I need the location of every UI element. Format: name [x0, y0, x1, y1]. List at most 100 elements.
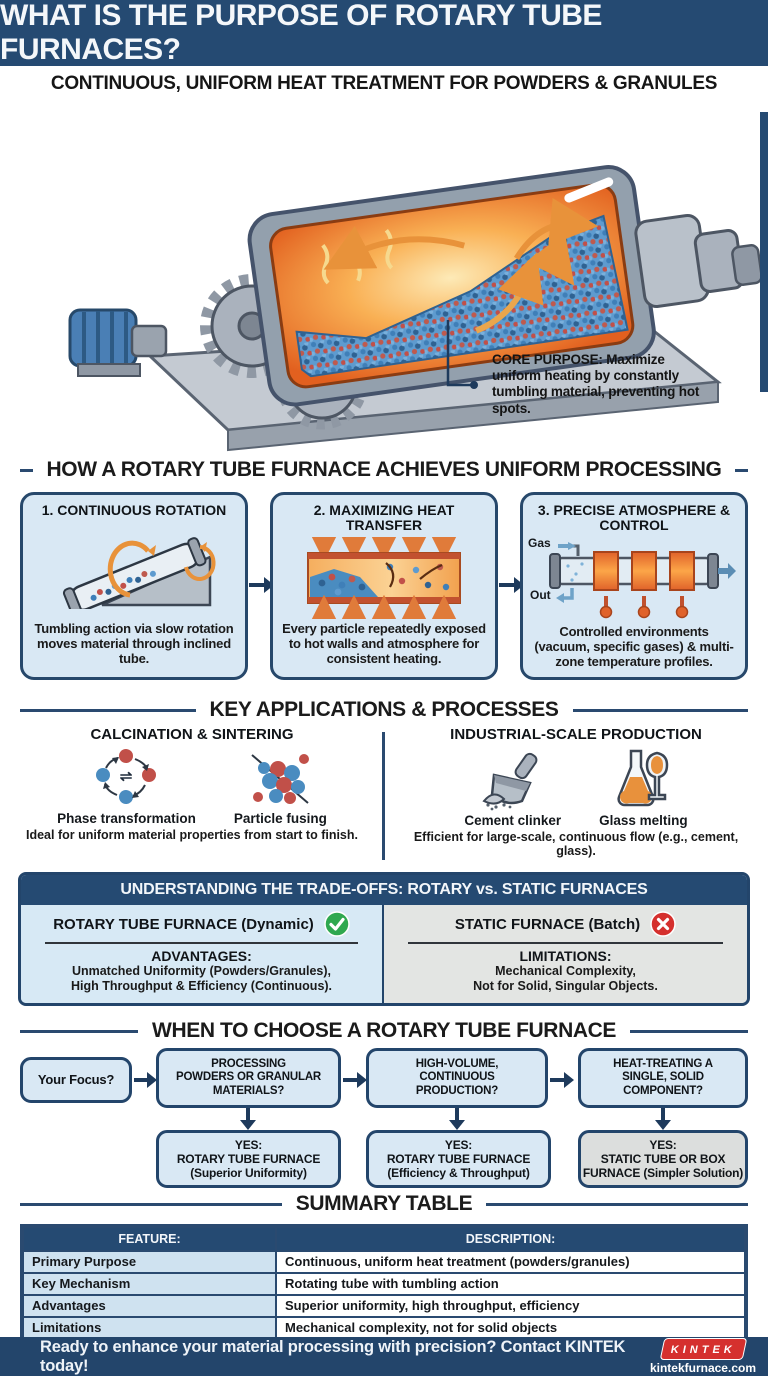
flow-question-line: COMPONENT?	[623, 1084, 703, 1097]
applications-right-column: INDUSTRIAL-SCALE PRODUCTION Cement clink…	[400, 726, 752, 859]
section-heading-summary: SUMMARY TABLE	[20, 1192, 748, 1216]
tradeoffs-subheading: ADVANTAGES:	[151, 948, 252, 964]
table-cell-description: Mechanical complexity, not for solid obj…	[276, 1317, 745, 1339]
tradeoffs-section: UNDERSTANDING THE TRADE-OFFS: ROTARY vs.…	[18, 872, 750, 1006]
flow-answer-line: ROTARY TUBE FURNACE	[176, 1151, 321, 1166]
arrow-down-icon	[655, 1108, 671, 1130]
app-item-glass-melting: Glass melting	[599, 747, 688, 828]
section-heading-applications: KEY APPLICATIONS & PROCESSES	[20, 698, 748, 722]
phase-transformation-icon: ⇌	[96, 749, 157, 804]
footer-website-link[interactable]: kintekfurnace.com	[649, 1361, 756, 1375]
arrow-right-icon	[343, 1072, 367, 1088]
app-item-label: Cement clinker	[464, 813, 562, 828]
flow-answer-rotary-uniformity: YES: ROTARY TUBE FURNACE (Superior Unifo…	[156, 1130, 341, 1188]
flow-answer-line: FURNACE (Simpler Solution)	[582, 1166, 744, 1181]
right-edge-accent	[760, 112, 768, 392]
kintek-logo: KINTEK	[659, 1338, 747, 1360]
flow-question-line: POWDERS OR GRANULAR	[175, 1071, 322, 1084]
svg-text:⇌: ⇌	[120, 768, 133, 785]
table-cell-feature: Advantages	[23, 1295, 276, 1317]
core-purpose-callout: CORE PURPOSE: Maximize uniform heating b…	[492, 352, 700, 416]
app-item-label: Glass melting	[599, 813, 688, 828]
cement-scoop-icon	[482, 752, 538, 811]
flow-question-line: HEAT-TREATING A	[613, 1057, 713, 1070]
kintek-logo-text: KINTEK	[670, 1344, 736, 1356]
heat-transfer-icon	[307, 536, 461, 619]
table-header-description: DESCRIPTION:	[276, 1227, 745, 1251]
tradeoffs-line: Unmatched Uniformity (Powders/Granules),	[71, 964, 332, 978]
flow-start-label: Your Focus?	[37, 1072, 115, 1088]
flow-question-line: SINGLE, SOLID	[622, 1071, 704, 1084]
process-card-atmosphere: 3. PRECISE ATMOSPHERE & CONTROL	[520, 492, 748, 680]
arrow-right-icon	[550, 1072, 574, 1088]
drive-motor	[68, 308, 168, 377]
app-item-particle-fusing: Particle fusing	[234, 747, 327, 826]
check-icon	[324, 911, 350, 937]
flow-answer-line: STATIC TUBE OR BOX	[600, 1151, 726, 1166]
table-row: Limitations Mechanical complexity, not f…	[23, 1317, 745, 1339]
flow-answer-line: YES:	[234, 1137, 263, 1152]
inclined-tube-icon	[62, 537, 216, 610]
process-card-rotation: 1. CONTINUOUS ROTATION Tumbling action v…	[20, 492, 248, 680]
flow-question-line: PRODUCTION?	[415, 1084, 499, 1097]
card-description: Controlled environments (vacuum, specifi…	[534, 623, 734, 669]
flow-answer-line: (Efficiency & Throughput)	[387, 1166, 530, 1181]
section-heading-process: HOW A ROTARY TUBE FURNACE ACHIEVES UNIFO…	[20, 458, 748, 482]
tradeoffs-line: High Throughput & Efficiency (Continuous…	[70, 979, 333, 993]
card-title: 3. PRECISE ATMOSPHERE & CONTROL	[537, 502, 731, 534]
page-title: WHAT IS THE PURPOSE OF ROTARY TUBE FURNA…	[0, 0, 602, 66]
flow-answer-line: (Superior Uniformity)	[190, 1166, 307, 1181]
tradeoffs-static-column: STATIC FURNACE (Batch) LIMITATIONS: Mech…	[384, 905, 747, 1003]
flow-answer-line: ROTARY TUBE FURNACE	[386, 1151, 531, 1166]
tradeoffs-column-title: ROTARY TUBE FURNACE (Dynamic)	[53, 915, 314, 933]
flow-answer-static-furnace: YES: STATIC TUBE OR BOX FURNACE (Simpler…	[578, 1130, 748, 1188]
table-cell-feature: Primary Purpose	[23, 1251, 276, 1273]
furnace-end-shaft	[634, 214, 763, 308]
card-description: Tumbling action via slow rotation moves …	[34, 621, 234, 667]
cross-icon	[650, 911, 676, 937]
app-item-phase-transformation: ⇌ Phase transformation	[57, 747, 196, 826]
app-column-note: Ideal for uniform material properties fr…	[26, 828, 358, 842]
vertical-divider	[382, 732, 385, 860]
table-cell-description: Rotating tube with tumbling action	[276, 1273, 745, 1295]
app-column-note: Efficient for large-scale, continuous fl…	[413, 830, 739, 859]
table-cell-feature: Limitations	[23, 1317, 276, 1339]
furnace-tube-cutaway	[247, 165, 656, 407]
applications-left-column: CALCINATION & SINTERING ⇌ Phase tran	[16, 726, 368, 842]
table-row: Primary Purpose Continuous, uniform heat…	[23, 1251, 745, 1273]
tradeoffs-subheading: LIMITATIONS:	[519, 948, 612, 964]
divider	[407, 942, 724, 944]
table-cell-feature: Key Mechanism	[23, 1273, 276, 1295]
section-heading-applications-label: KEY APPLICATIONS & PROCESSES	[209, 698, 559, 721]
arrow-down-icon	[449, 1108, 465, 1130]
flow-question-line: CONTINUOUS	[419, 1071, 495, 1084]
tradeoffs-line: Not for Solid, Singular Objects.	[473, 979, 658, 993]
applications-section: CALCINATION & SINTERING ⇌ Phase tran	[0, 726, 768, 868]
section-heading-summary-label: SUMMARY TABLE	[295, 1192, 473, 1215]
thermometer-icon	[599, 595, 689, 619]
table-header-row: FEATURE: DESCRIPTION:	[23, 1227, 745, 1251]
divider	[44, 942, 359, 944]
flow-answer-rotary-throughput: YES: ROTARY TUBE FURNACE (Efficiency & T…	[366, 1130, 551, 1188]
flow-question-single-component: HEAT-TREATING A SINGLE, SOLID COMPONENT?	[578, 1048, 748, 1108]
glass-melting-icon	[617, 749, 669, 807]
table-cell-description: Continuous, uniform heat treatment (powd…	[276, 1251, 745, 1273]
table-row: Key Mechanism Rotating tube with tumblin…	[23, 1273, 745, 1295]
flow-question-powders: PROCESSING POWDERS OR GRANULAR MATERIALS…	[156, 1048, 341, 1108]
app-column-title: INDUSTRIAL-SCALE PRODUCTION	[450, 726, 702, 743]
gas-label: Gas	[528, 535, 551, 550]
arrow-right-icon	[249, 577, 274, 593]
flow-question-line: MATERIALS?	[212, 1084, 285, 1097]
footer-banner: Ready to enhance your material processin…	[0, 1337, 768, 1376]
flow-question-line: HIGH-VOLUME,	[415, 1057, 499, 1070]
flow-answer-line: YES:	[444, 1137, 473, 1152]
page-subtitle: CONTINUOUS, UNIFORM HEAT TREATMENT FOR P…	[50, 73, 718, 94]
app-item-label: Phase transformation	[57, 811, 196, 826]
rotary-furnace-illustration	[68, 165, 763, 452]
arrow-right-icon	[499, 577, 524, 593]
section-heading-process-label: HOW A ROTARY TUBE FURNACE ACHIEVES UNIFO…	[46, 458, 722, 481]
card-title: 1. CONTINUOUS ROTATION	[41, 502, 227, 518]
section-heading-when-to-choose-label: WHEN TO CHOOSE A ROTARY TUBE FURNACE	[152, 1019, 616, 1042]
flow-answer-line: YES:	[649, 1137, 677, 1152]
